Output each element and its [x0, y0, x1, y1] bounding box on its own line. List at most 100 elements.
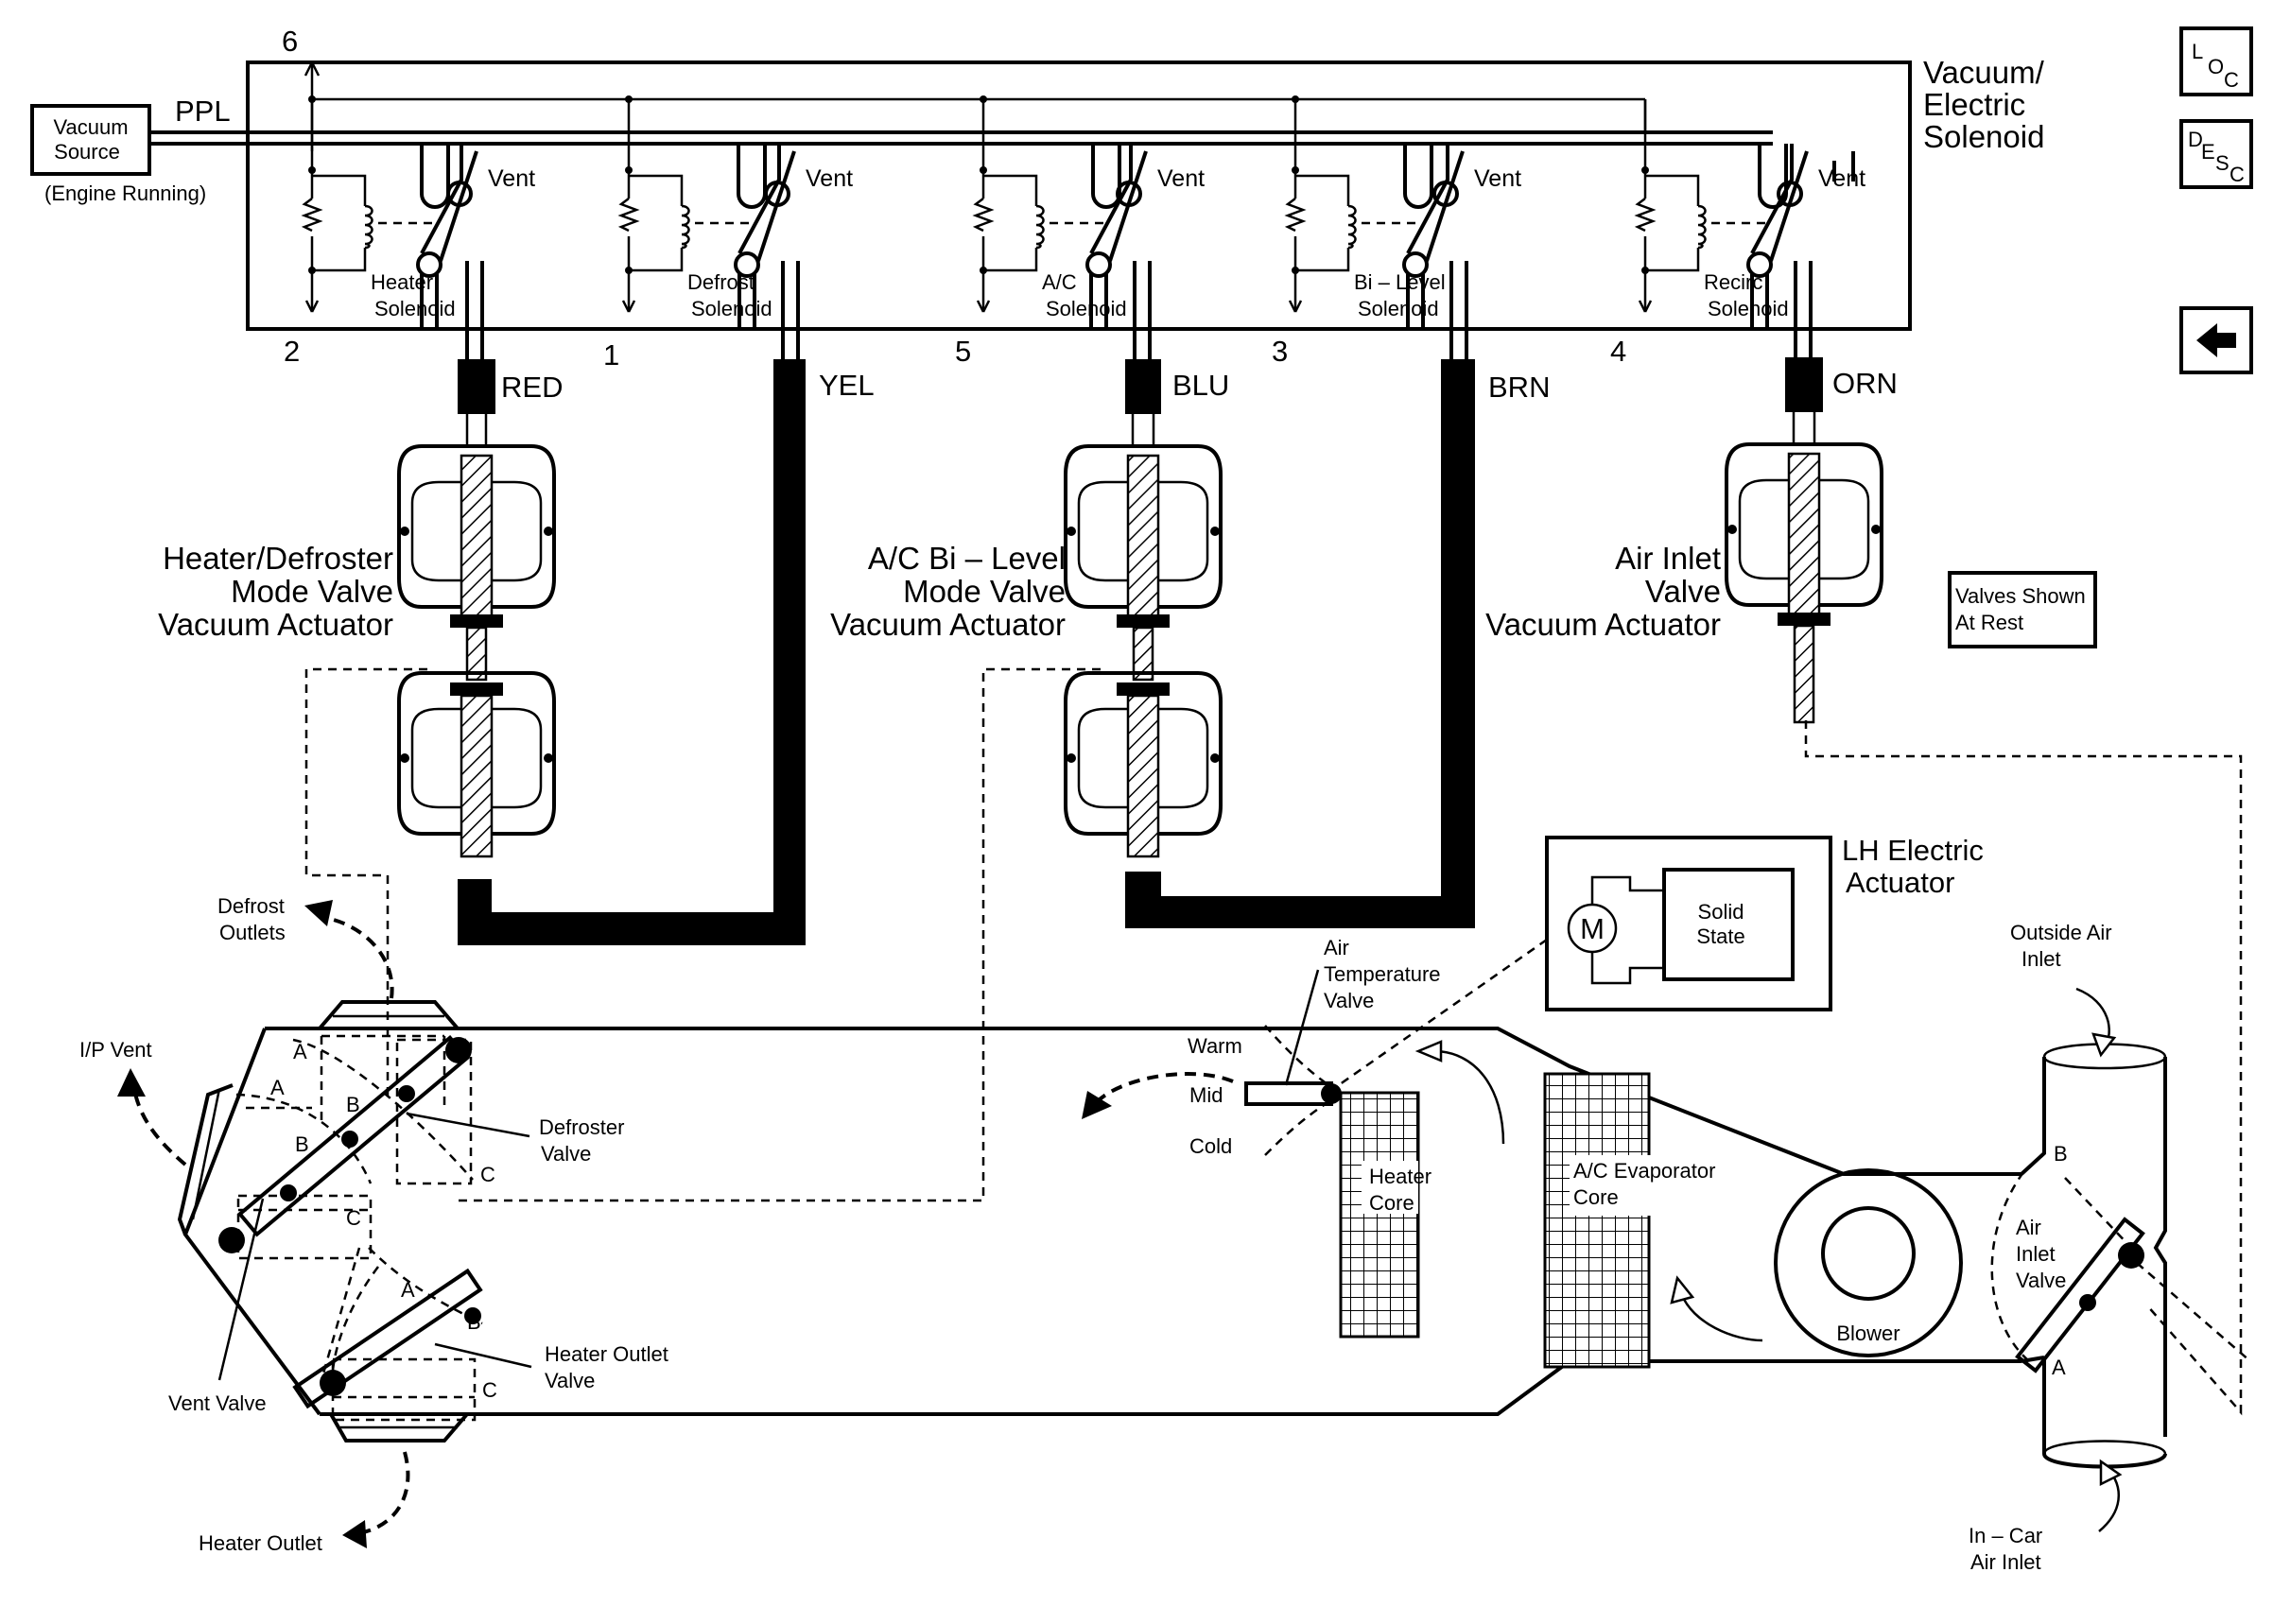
svg-text:Vent: Vent	[806, 165, 853, 192]
svg-text:Valves Shown: Valves Shown	[1955, 584, 2086, 608]
back-button[interactable]	[2179, 306, 2253, 374]
air-inlet-valve	[1990, 1171, 2251, 1373]
in-car-air-label-1: In – Car	[1969, 1524, 2042, 1547]
terminal-3: 3	[1272, 335, 1288, 368]
svg-text:C: C	[2230, 163, 2245, 186]
evaporator-core	[1543, 1072, 1651, 1369]
ac-bilevel-vacuum-actuator	[1064, 444, 1223, 858]
warm-label: Warm	[1188, 1034, 1242, 1058]
svg-text:YEL: YEL	[819, 369, 875, 402]
heater-outlet-valve	[292, 1247, 483, 1422]
air-temperature-valve	[1244, 1025, 1342, 1156]
cold-label: Cold	[1189, 1134, 1232, 1158]
heater-valve-a: A	[401, 1278, 415, 1302]
hose-yel: YEL	[458, 261, 875, 945]
air-inlet-a: A	[2052, 1356, 2066, 1379]
hose-orn: ORN	[1785, 261, 1898, 444]
air-temp-valve-label-2: Temperature	[1324, 962, 1441, 986]
vent-valve-label: Vent Valve	[168, 1391, 267, 1415]
ac-bilevel-actuator-label-2: Mode Valve	[903, 574, 1066, 609]
defroster-valve-label-1: Defroster	[539, 1115, 624, 1139]
heater-core-label-1: Heater	[1369, 1165, 1431, 1188]
hose-brn: BRN	[1125, 261, 1550, 928]
svg-text:Vacuum/: Vacuum/	[1923, 55, 2045, 90]
svg-text:O: O	[2208, 55, 2224, 78]
air-temp-valve-label-3: Valve	[1324, 989, 1374, 1012]
air-inlet-valve-label-1: Air	[2016, 1216, 2041, 1239]
svg-text:ORN: ORN	[1832, 367, 1898, 400]
ip-vent-housing	[177, 1083, 234, 1235]
svg-text:Vacuum: Vacuum	[53, 115, 128, 139]
air-inlet-actuator-label-2: Valve	[1645, 574, 1721, 609]
hose-blu: BLU	[1125, 261, 1229, 446]
heater-core	[1339, 1091, 1420, 1339]
heater-defroster-vacuum-actuator	[397, 444, 556, 858]
defrost-airflow-arrow	[304, 900, 394, 999]
svg-text:State: State	[1696, 924, 1744, 948]
svg-text:Solenoid: Solenoid	[374, 297, 456, 320]
heater-defroster-actuator-label-1: Heater/Defroster	[163, 541, 393, 576]
svg-text:Solenoid: Solenoid	[1046, 297, 1127, 320]
svg-text:E: E	[2201, 140, 2215, 164]
defrost-outlets-label-1: Defrost	[217, 894, 285, 918]
heater-outlet-valve-label-1: Heater Outlet	[545, 1342, 668, 1366]
outside-air-label-1: Outside Air	[2010, 921, 2112, 944]
svg-text:Vent: Vent	[1474, 165, 1521, 192]
heater-core-label-2: Core	[1369, 1191, 1414, 1215]
defrost-outlets-label-2: Outlets	[219, 921, 286, 944]
heater-outlet-airflow-arrow	[342, 1451, 410, 1548]
terminal-1: 1	[603, 338, 619, 371]
vent-c: C	[346, 1206, 361, 1230]
air-inlet-vacuum-actuator	[1725, 442, 1883, 724]
air-inlet-b: B	[2054, 1142, 2068, 1166]
svg-text:RED: RED	[501, 371, 563, 404]
svg-text:Electric: Electric	[1923, 87, 2025, 122]
svg-text:BLU: BLU	[1172, 369, 1229, 402]
heater-valve-c: C	[482, 1378, 497, 1402]
svg-text:Recirc: Recirc	[1704, 270, 1762, 294]
left-arrow-icon	[2196, 323, 2236, 357]
air-inlet-actuator-label-3: Vacuum Actuator	[1485, 607, 1721, 642]
air-inlet-valve-label-2: Inlet	[2016, 1242, 2056, 1266]
svg-text:BRN: BRN	[1488, 371, 1550, 404]
ip-vent-airflow-arrow	[117, 1068, 187, 1166]
heater-defroster-actuator-label-3: Vacuum Actuator	[158, 607, 393, 642]
svg-text:D: D	[2188, 128, 2203, 151]
desc-button[interactable]: D E S C	[2179, 119, 2253, 189]
ip-vent-label: I/P Vent	[79, 1038, 152, 1062]
svg-text:Solenoid: Solenoid	[1358, 297, 1439, 320]
ppl-label: PPL	[175, 95, 231, 128]
svg-text:C: C	[2224, 68, 2239, 92]
svg-text:A/C: A/C	[1042, 270, 1077, 294]
defroster-valve-label-2: Valve	[541, 1142, 591, 1166]
defroster-c: C	[480, 1163, 495, 1186]
heater-outlet-housing	[329, 1412, 469, 1443]
flow-arrows	[1414, 987, 2123, 1532]
heater-defroster-actuator-label-2: Mode Valve	[231, 574, 393, 609]
loc-button[interactable]: L O C	[2179, 26, 2253, 96]
svg-text:L: L	[2192, 40, 2203, 63]
svg-text:Bi – Level: Bi – Level	[1354, 270, 1446, 294]
blower	[1774, 1168, 1963, 1357]
heater-valve-b: B	[467, 1310, 481, 1334]
hose-red: RED	[458, 261, 563, 446]
outside-air-label-2: Inlet	[2021, 947, 2061, 971]
evap-core-label-1: A/C Evaporator	[1573, 1159, 1715, 1183]
svg-text:LH Electric: LH Electric	[1842, 834, 1984, 867]
svg-text:Vent: Vent	[488, 165, 535, 192]
svg-text:Actuator: Actuator	[1846, 866, 1954, 899]
air-temp-valve-label-1: Air	[1324, 936, 1349, 959]
svg-text:Solenoid: Solenoid	[691, 297, 772, 320]
svg-text:(Engine Running): (Engine Running)	[44, 181, 206, 205]
valves-shown-note: Valves Shown At Rest	[1948, 571, 2097, 648]
vent-a: A	[270, 1076, 285, 1099]
vacuum-source: Vacuum Source (Engine Running)	[30, 104, 206, 205]
lh-electric-actuator: LH Electric Actuator M Solid State	[1545, 834, 1984, 1011]
ac-bilevel-actuator-label-3: Vacuum Actuator	[830, 607, 1066, 642]
defroster-a: A	[293, 1040, 307, 1063]
